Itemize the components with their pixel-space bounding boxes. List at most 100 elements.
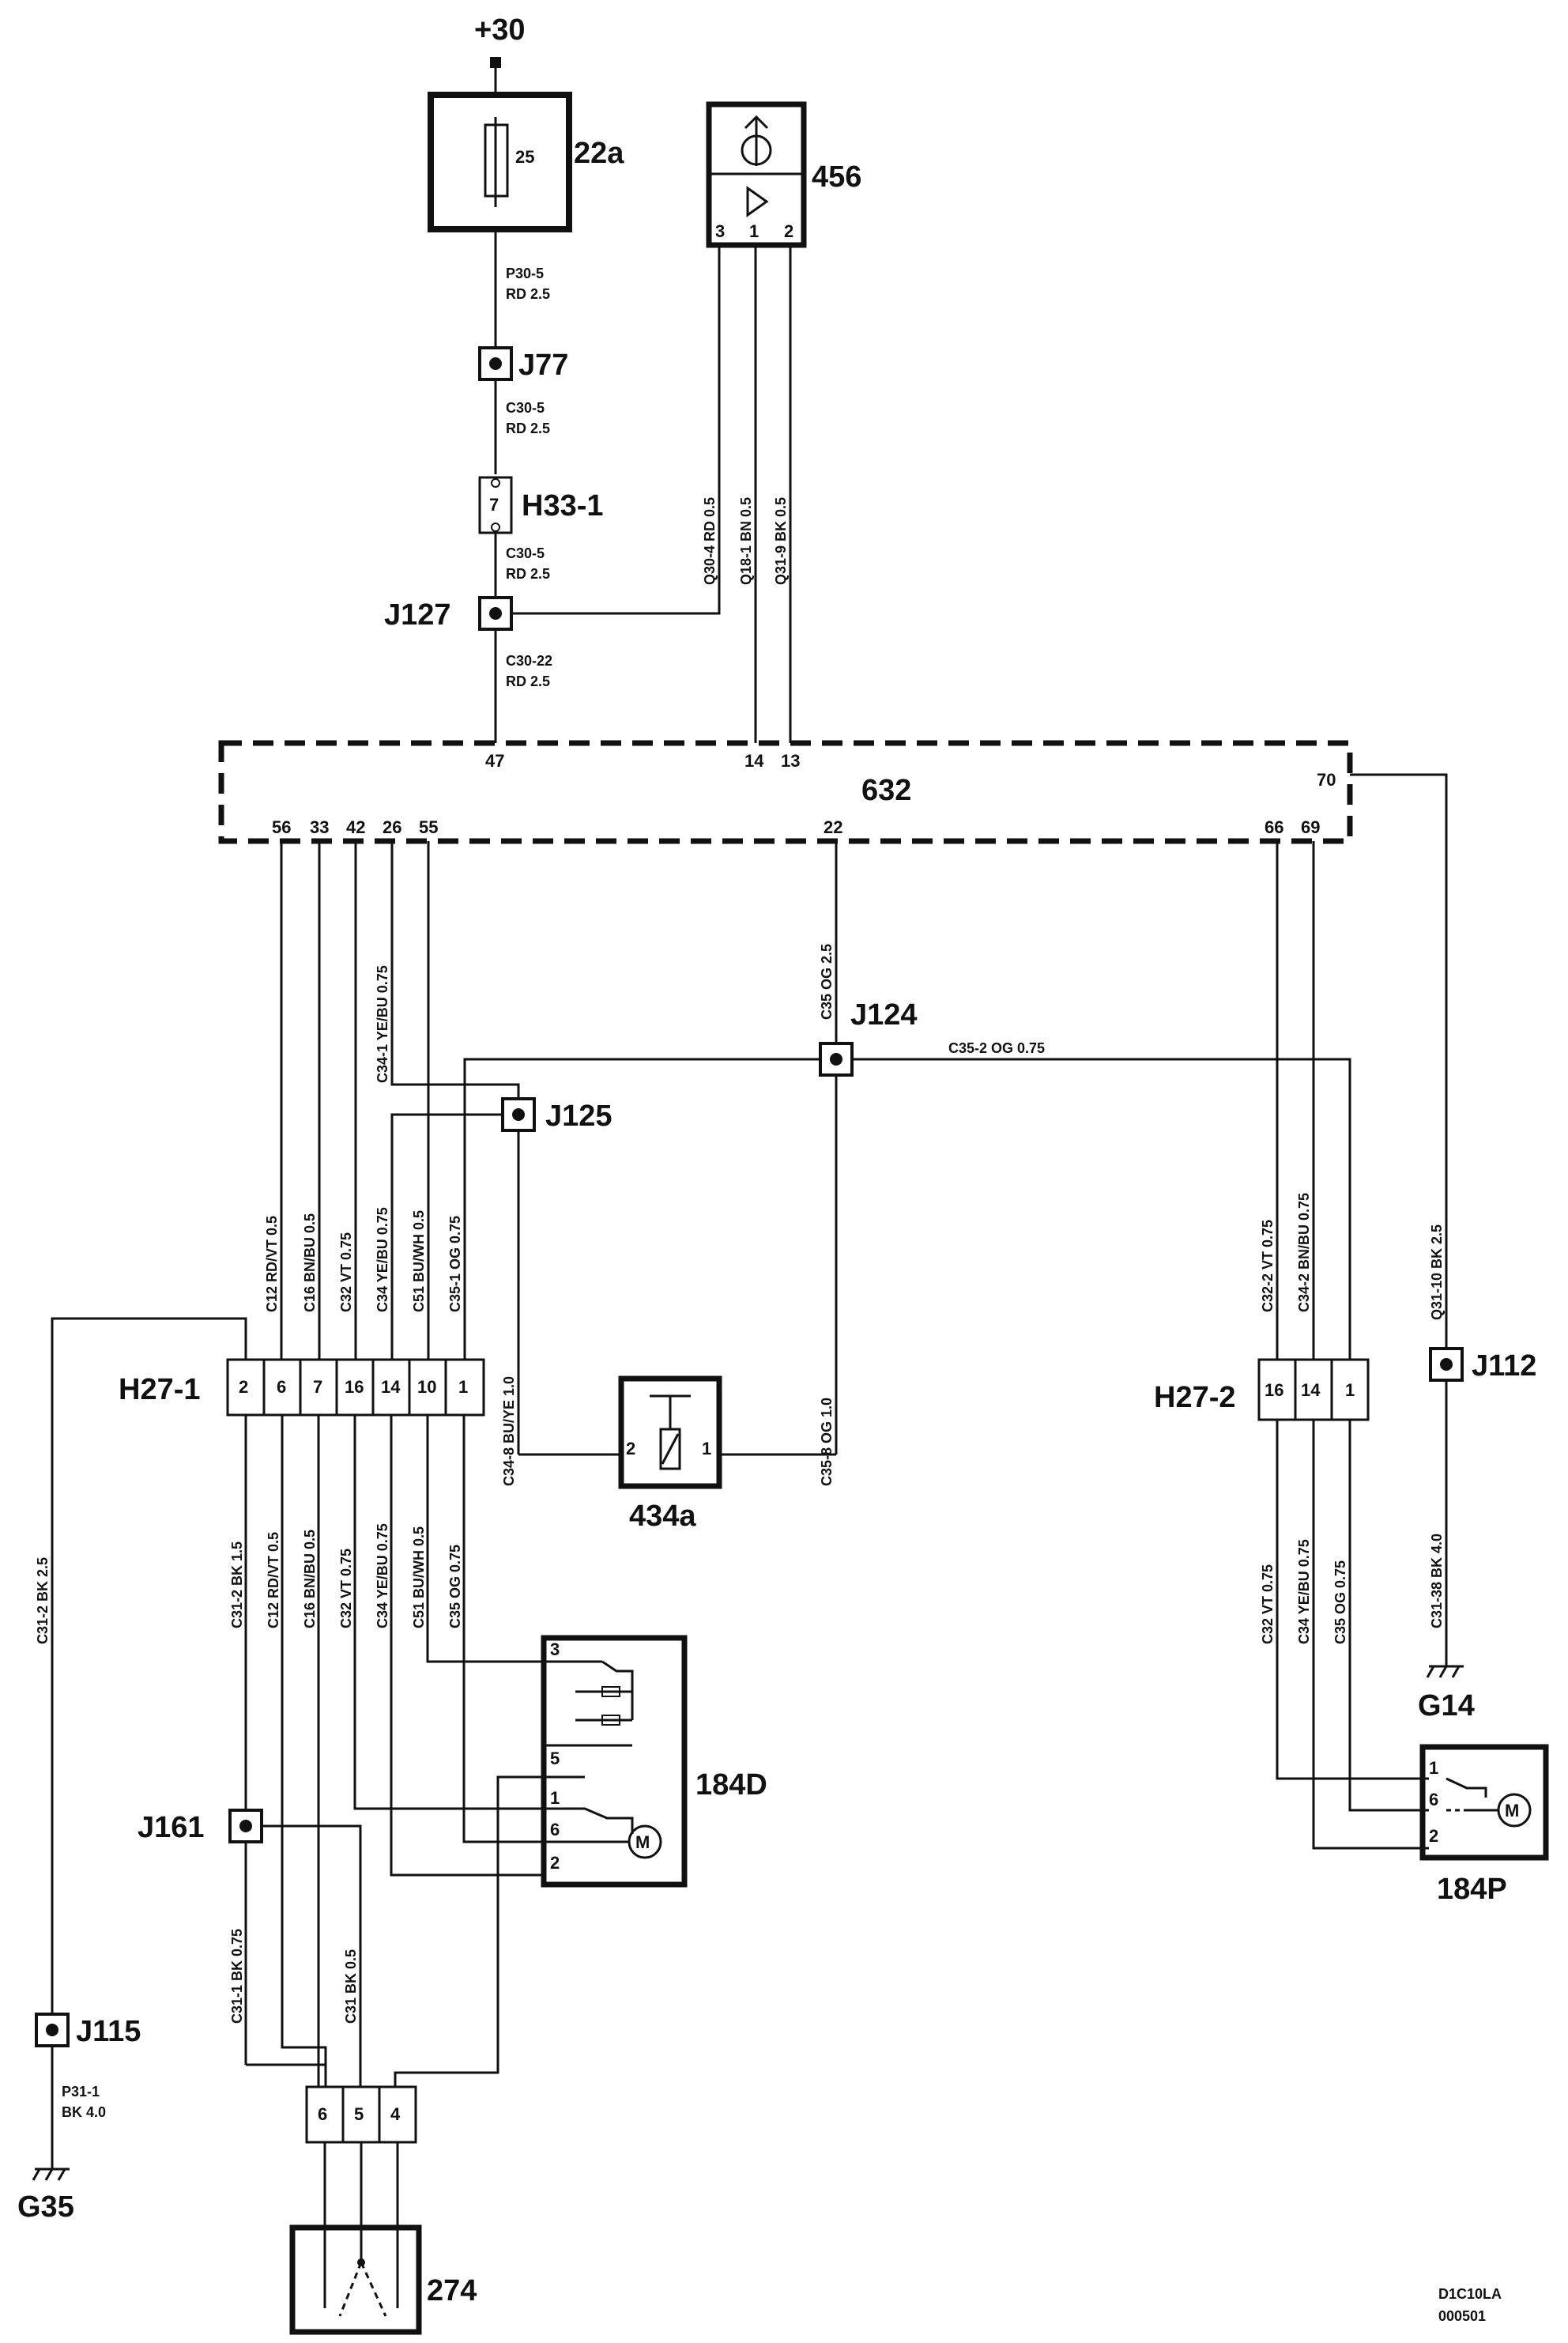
h27-1-bottom-label-6: C51 BU/WH 0.5 xyxy=(411,1526,427,1628)
junction-j77 xyxy=(478,346,513,381)
ground-g35-symbol xyxy=(32,2168,70,2181)
wire-c35-2-label: C35-2 OG 0.75 xyxy=(948,1040,1045,1056)
h27-2-bottom-label-1: C32 VT 0.75 xyxy=(1260,1564,1276,1644)
component-184p-pin-6: 6 xyxy=(1429,1790,1438,1809)
h27-1-top-label-3: C32 VT 0.75 xyxy=(338,1232,354,1312)
pin-632-55: 55 xyxy=(419,817,438,837)
component-456: 3 1 2 xyxy=(706,101,807,248)
pin-632-56: 56 xyxy=(272,817,291,837)
component-184d-pin-2: 2 xyxy=(550,1853,560,1873)
junction-j115 xyxy=(35,2013,70,2047)
connector-h27-1-label: H27-1 xyxy=(119,1373,201,1406)
wire-og-left xyxy=(463,1058,820,1360)
ground-g14-label: G14 xyxy=(1418,1689,1475,1722)
junction-j161-label: J161 xyxy=(138,1811,205,1844)
h27-1-top-label-4: C34 YE/BU 0.75 xyxy=(375,1207,390,1312)
wire-c31-label: C31 BK 0.5 xyxy=(343,1949,359,2024)
component-184d-pin-3: 3 xyxy=(550,1639,560,1659)
junction-j127-label: J127 xyxy=(384,598,451,632)
ground-g14-symbol xyxy=(1426,1665,1464,1678)
h27-1-bottom-label-5: C34 YE/BU 0.75 xyxy=(375,1523,390,1628)
pin-632-69: 69 xyxy=(1301,817,1320,837)
component-274-label: 274 xyxy=(427,2274,477,2307)
wire-c12-bottom xyxy=(281,1415,327,2087)
fuse-rating: 25 xyxy=(515,147,534,167)
wire-c31-2-left xyxy=(51,1317,247,2014)
h27-2-top-label-2: C34-2 BN/BU 0.75 xyxy=(1296,1193,1312,1312)
wire-q18-1-label: Q18-1 BN 0.5 xyxy=(738,497,754,585)
junction-j77-label: J77 xyxy=(518,349,568,382)
wire-p31-1-code: P31-1 xyxy=(62,2084,100,2100)
wire-q30-4 xyxy=(511,245,721,615)
h27-1-pin-7: 7 xyxy=(313,1377,322,1397)
wire-c31 xyxy=(262,1824,362,2087)
component-632: 632 47 14 13 70 56 33 42 26 55 22 66 69 xyxy=(218,740,1353,844)
wire-j125-26 xyxy=(390,1113,503,1360)
h27-1-pin-10: 10 xyxy=(417,1377,436,1397)
pin-632-42: 42 xyxy=(346,817,365,837)
wire-c31-2-label: C31-2 BK 2.5 xyxy=(35,1557,51,1644)
fuse-id: 22a xyxy=(574,137,624,170)
h27-2-top-label-1: C32-2 VT 0.75 xyxy=(1260,1220,1276,1312)
wire-h27-2-c32 xyxy=(1276,1420,1429,1780)
wire-c34-1 xyxy=(390,841,520,1099)
h27-1-top-label-5: C51 BU/WH 0.5 xyxy=(411,1210,427,1312)
wire-c30-5a-spec: RD 2.5 xyxy=(506,421,550,436)
h27-2-pin-16: 16 xyxy=(1265,1380,1283,1400)
pin-632-33: 33 xyxy=(310,817,329,837)
connector-h27-2: 16 14 1 xyxy=(1257,1358,1370,1421)
wire-q31-10-label: Q31-10 BK 2.5 xyxy=(1429,1224,1445,1320)
ground-g35-label: G35 xyxy=(17,2190,74,2224)
wire-c30-5b-spec: RD 2.5 xyxy=(506,566,550,582)
component-184d-motor: M xyxy=(635,1832,650,1852)
wire-h27-2-c34 xyxy=(1312,1420,1429,1850)
wire-c34-8-label: C34-8 BU/YE 1.0 xyxy=(501,1376,517,1486)
connector-274-plug: 6 5 4 xyxy=(305,2085,417,2144)
component-434a: 2 1 xyxy=(618,1375,722,1489)
component-184d-label: 184D xyxy=(695,1768,767,1802)
h27-2-bottom-label-2: C34 YE/BU 0.75 xyxy=(1296,1539,1312,1644)
wire-h27-2-c35 xyxy=(1348,1420,1429,1812)
connector-h27-2-label: H27-2 xyxy=(1154,1381,1236,1414)
connector-h33-1-label: H33-1 xyxy=(522,489,604,523)
junction-j124 xyxy=(819,1042,854,1077)
component-184d-pin-5: 5 xyxy=(550,1749,560,1768)
pin-632-66: 66 xyxy=(1265,817,1283,837)
h27-1-bottom-label-7: C35 OG 0.75 xyxy=(447,1545,463,1628)
junction-j115-label: J115 xyxy=(76,2015,141,2048)
connector-h27-1: 2 6 7 16 14 10 1 xyxy=(226,1358,485,1417)
component-632-label: 632 xyxy=(861,774,911,807)
h27-2-pin-1: 1 xyxy=(1345,1380,1355,1400)
h27-1-pin-16: 16 xyxy=(345,1377,364,1397)
connector-h33-1: 7 xyxy=(478,476,513,534)
component-184p-motor: M xyxy=(1505,1801,1519,1820)
wire-c30-22-code: C30-22 xyxy=(506,653,552,669)
component-184p-pin-1: 1 xyxy=(1429,1758,1438,1778)
component-184d: M 3 5 1 6 2 xyxy=(541,1635,688,1888)
h27-1-bottom-label-2: C12 RD/VT 0.5 xyxy=(266,1532,281,1628)
component-456-pin-1: 1 xyxy=(749,221,759,241)
h27-1-top-label-2: C16 BN/BU 0.5 xyxy=(302,1213,318,1312)
supply-terminal xyxy=(490,57,501,68)
component-434a-pin-2: 2 xyxy=(626,1439,635,1458)
wire-q31-9-label: Q31-9 BK 0.5 xyxy=(773,497,789,585)
h27-1-bottom-label-1: C31-2 BK 1.5 xyxy=(229,1541,245,1628)
wire-q31-10 xyxy=(1350,773,1448,1349)
h27-1-pin-2: 2 xyxy=(239,1377,248,1397)
h27-1-pin-14: 14 xyxy=(381,1377,401,1397)
component-456-pin-2: 2 xyxy=(784,221,793,241)
junction-j127 xyxy=(478,596,513,631)
h27-1-bottom-label-3: C16 BN/BU 0.5 xyxy=(302,1530,318,1628)
wire-c51-bottom xyxy=(426,1415,544,1663)
wire-c35-bottom xyxy=(462,1415,544,1843)
wire-c30-5b-code: C30-5 xyxy=(506,545,545,561)
wire-q30-4-label: Q30-4 RD 0.5 xyxy=(702,497,718,585)
pin-632-22: 22 xyxy=(824,817,842,837)
h27-2-bottom-label-3: C35 OG 0.75 xyxy=(1332,1560,1348,1644)
pin-632-13: 13 xyxy=(781,751,800,771)
drawing-code: D1C10LA xyxy=(1438,2286,1502,2302)
component-184d-pin-1: 1 xyxy=(550,1788,560,1808)
pin-632-26: 26 xyxy=(383,817,401,837)
connector-274-pin-6: 6 xyxy=(318,2104,327,2124)
